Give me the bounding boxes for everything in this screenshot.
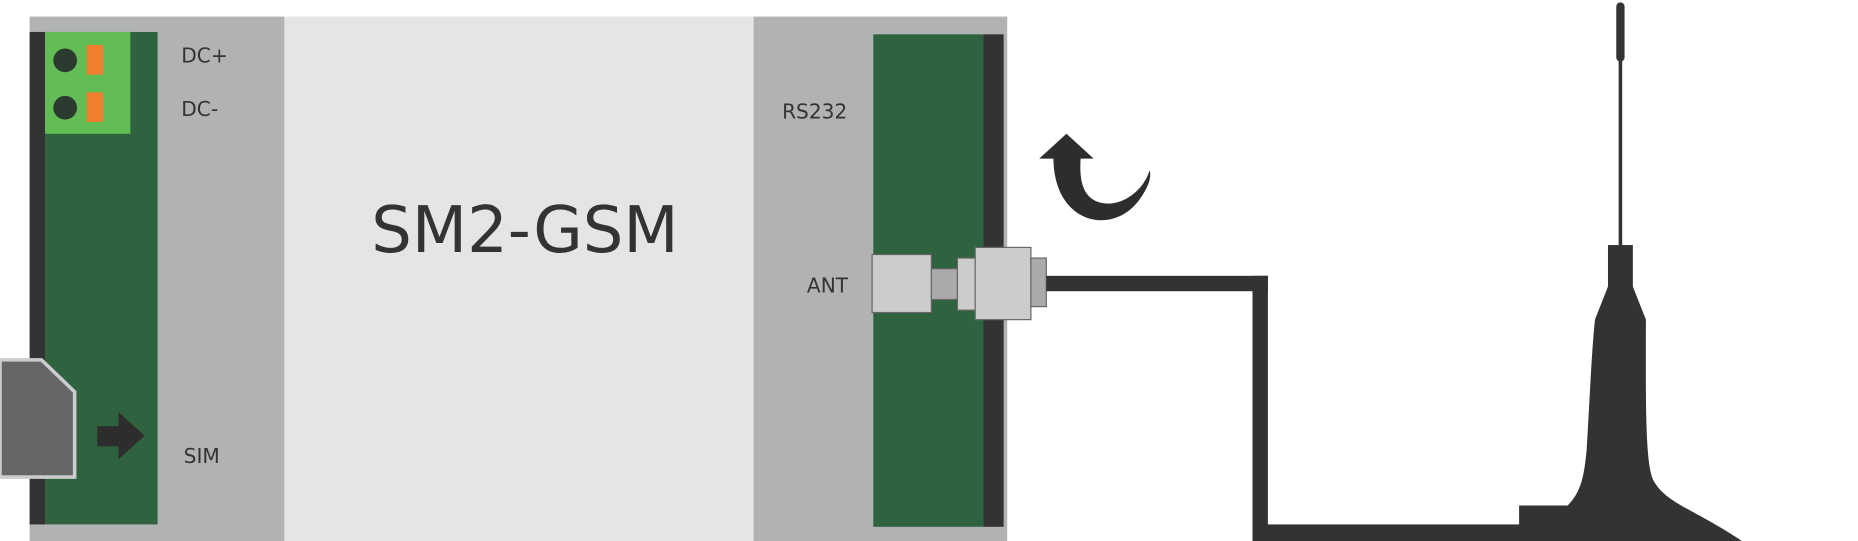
terminal-contact-dc-minus bbox=[86, 92, 104, 122]
rotate-arrow-icon bbox=[1039, 133, 1151, 221]
sim-card-icon bbox=[0, 358, 77, 479]
housing-center-panel bbox=[284, 16, 754, 541]
label-rs232: RS232 bbox=[782, 99, 847, 123]
antenna-connector bbox=[871, 246, 1047, 321]
terminal-screw-dc-minus bbox=[53, 95, 78, 120]
label-dc-plus: DC+ bbox=[181, 44, 227, 68]
antenna-icon bbox=[1519, 2, 1742, 541]
sim-insert-arrow-icon bbox=[97, 411, 145, 460]
terminal-screw-dc-plus bbox=[53, 48, 78, 73]
label-sim: SIM bbox=[184, 444, 220, 468]
device-title: SM2-GSM bbox=[371, 194, 678, 268]
terminal-contact-dc-plus bbox=[86, 44, 104, 75]
label-ant: ANT bbox=[807, 273, 849, 297]
antenna-cable bbox=[1046, 275, 1537, 541]
label-dc-minus: DC- bbox=[181, 97, 218, 121]
